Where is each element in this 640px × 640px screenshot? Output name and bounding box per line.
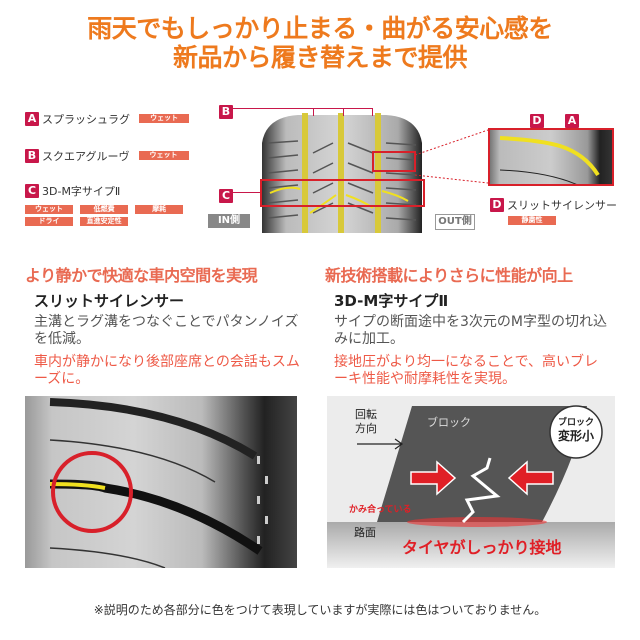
feature-label: スリットサイレンサー xyxy=(507,198,617,212)
out-side-label: OUT側 xyxy=(435,214,475,230)
interlock-label: かみ合っている xyxy=(349,505,412,515)
callout-c-line xyxy=(233,192,261,193)
left-section-body: 主溝とラグ溝をつなぐことでパタンノイズを低減。 xyxy=(34,314,299,347)
feature-c-tags: ウェット 低燃費 摩耗 xyxy=(25,199,185,218)
callout-b-tick-1 xyxy=(313,108,314,116)
callout-b-tick-2 xyxy=(343,108,344,116)
road-label: 路面 xyxy=(354,526,376,539)
right-section-subtitle: 3D-M字サイプⅡ xyxy=(334,292,449,310)
highlight-box-c xyxy=(260,179,425,207)
tag-wet: ウェット xyxy=(25,205,73,214)
left-section-title: より静かで快適な車内空間を実現 xyxy=(25,266,258,285)
tag-stability: 直進安定性 xyxy=(80,217,129,226)
callout-c-badge: C xyxy=(219,185,233,204)
headline-line-2: 新品から履き替えまで提供 xyxy=(172,43,468,72)
sipe-block-diagram: 回転 方向 ブロック ブロック 変形小 かみ合っている 路面 タイヤがしっかり接… xyxy=(327,396,615,568)
rotation-label: 回転 方向 xyxy=(355,408,377,435)
right-section-title: 新技術搭載によりさらに性能が向上 xyxy=(325,266,573,285)
headline-line-1: 雨天でもしっかり止まる・曲がる安心感を xyxy=(87,14,553,43)
callout-a-badge: A xyxy=(565,110,579,129)
left-section-highlight: 車内が静かになり後部座席との会話もスムーズに。 xyxy=(34,354,300,387)
right-section-body: サイプの断面途中を3次元のM字型の切れ込みに加工。 xyxy=(334,314,607,347)
slit-zoom-inset xyxy=(488,128,614,186)
sipe-zigzag-icon xyxy=(461,457,501,524)
feature-c-tags-2: ドライ 直進安定性 xyxy=(25,211,185,230)
zoom-connector xyxy=(415,129,489,184)
badge-d: D xyxy=(490,197,504,212)
highlight-box-d xyxy=(372,151,416,172)
tag-dry: ドライ xyxy=(25,217,73,226)
callout-b-line xyxy=(233,108,373,109)
callout-b-badge: B xyxy=(219,101,233,120)
left-section-subtitle: スリットサイレンサー xyxy=(34,292,185,310)
feature-label: 3D-M字サイプⅡ xyxy=(42,184,121,198)
tag-wet: ウェット xyxy=(138,151,189,160)
arrow-right-icon xyxy=(410,460,457,496)
badge-b: B xyxy=(25,148,39,163)
block-deformation-bubble: ブロック 変形小 xyxy=(557,418,594,443)
feature-label: スクエアグルーヴ xyxy=(42,149,130,163)
footnote: ※説明のため各部分に色をつけて表現していますが実際には色はついておりません。 xyxy=(93,603,547,617)
tag-fuel: 低燃費 xyxy=(80,205,129,214)
grip-label: タイヤがしっかり接地 xyxy=(402,538,562,557)
rotation-arrow-icon xyxy=(357,438,404,450)
block-label: ブロック xyxy=(427,416,471,429)
tag-wear: 摩耗 xyxy=(135,205,184,214)
right-section-highlight: 接地圧がより均一になることで、高いブレーキ性能や耐摩耗性を実現。 xyxy=(334,354,599,387)
feature-d-tags: 静粛性 xyxy=(508,210,556,229)
arrow-left-icon xyxy=(507,460,554,496)
bubble-circle xyxy=(549,405,603,459)
badge-a: A xyxy=(25,111,39,126)
callout-b-tick-3 xyxy=(372,108,373,116)
feature-label: スプラッシュラグ xyxy=(42,112,130,126)
tag-quiet: 静粛性 xyxy=(508,216,556,225)
highlight-circle xyxy=(51,451,133,533)
slit-silencer-photo xyxy=(25,396,297,568)
in-side-label: IN側 xyxy=(208,214,250,228)
badge-c: C xyxy=(25,183,39,198)
tag-wet: ウェット xyxy=(139,114,190,123)
callout-d-badge: D xyxy=(530,110,544,129)
tire-tread-image xyxy=(258,113,426,233)
